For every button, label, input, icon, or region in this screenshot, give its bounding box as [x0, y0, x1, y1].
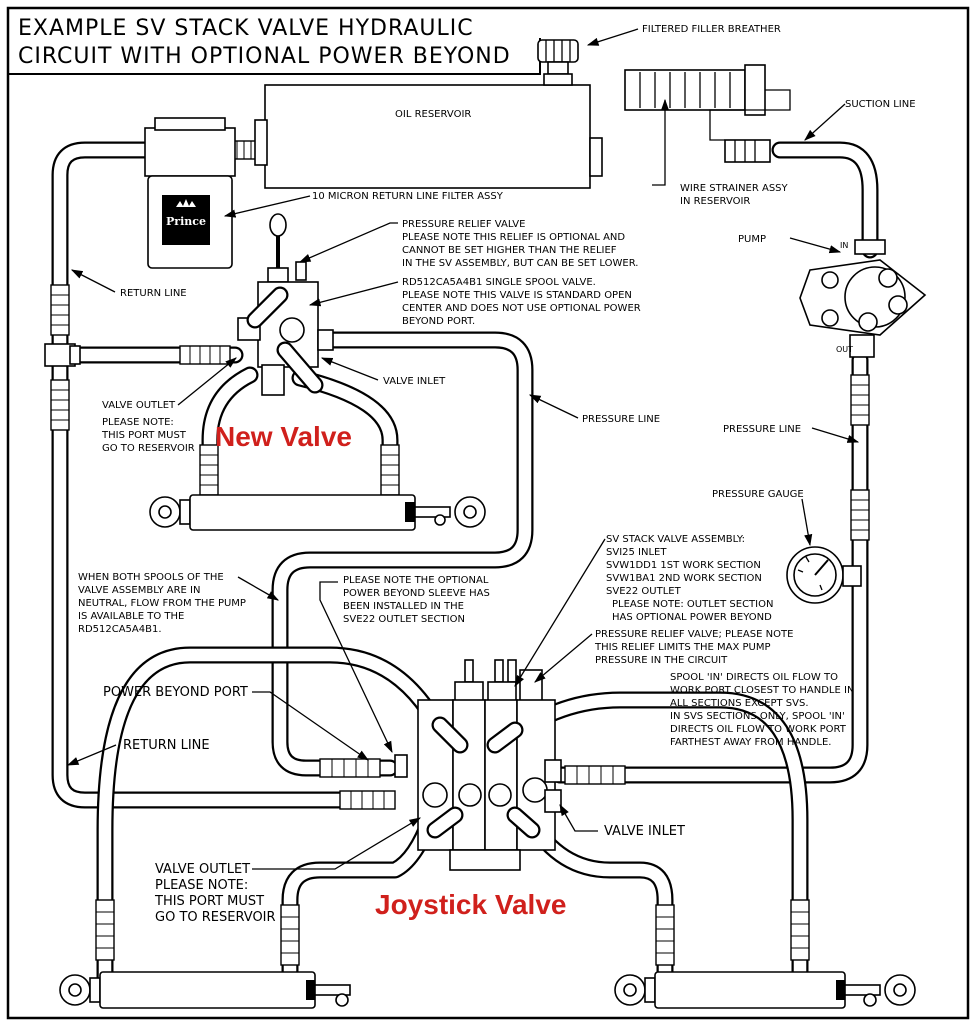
wire-strainer	[624, 64, 791, 163]
label-pressure-line-right: PRESSURE LINE	[723, 424, 801, 435]
oil-reservoir: OIL RESERVOIR	[254, 39, 603, 189]
top-cylinder	[149, 494, 486, 531]
title-line-2: CIRCUIT WITH OPTIONAL POWER BEYOND	[18, 44, 511, 69]
bottom-left-cylinder	[59, 971, 351, 1009]
label-valve-outlet-top-3: THIS PORT MUST	[101, 430, 187, 441]
label-valve-outlet-bottom-2: PLEASE NOTE:	[155, 878, 248, 893]
label-suction-line: SUCTION LINE	[845, 99, 916, 110]
label-sv-stack-1: SV STACK VALVE ASSEMBLY:	[606, 534, 745, 545]
filter-logo: Prince	[166, 215, 206, 228]
label-both-spools-3: NEUTRAL, FLOW FROM THE PUMP	[78, 598, 246, 609]
label-spool-in-6: FARTHEST AWAY FROM HANDLE.	[670, 737, 831, 748]
label-relief-bottom-1: PRESSURE RELIEF VALVE; PLEASE NOTE	[595, 629, 793, 640]
label-both-spools-4: IS AVAILABLE TO THE	[78, 611, 184, 622]
label-both-spools-5: RD512CA5A4B1.	[78, 624, 162, 635]
label-relief-top-3: CANNOT BE SET HIGHER THAN THE RELIEF	[402, 245, 617, 256]
label-valve-outlet-top-1: VALVE OUTLET	[102, 400, 176, 411]
label-power-beyond-note-2: POWER BEYOND SLEEVE HAS	[343, 588, 490, 599]
label-single-spool-3: CENTER AND DOES NOT USE OPTIONAL POWER	[402, 303, 641, 314]
reservoir-label: OIL RESERVOIR	[395, 109, 471, 120]
single-spool-valve	[237, 213, 334, 396]
label-power-beyond-note-1: PLEASE NOTE THE OPTIONAL	[343, 575, 489, 586]
label-sv-stack-7: HAS OPTIONAL POWER BEYOND	[612, 612, 772, 623]
label-relief-top-2: PLEASE NOTE THIS RELIEF IS OPTIONAL AND	[402, 232, 625, 243]
label-sv-stack-5: SVE22 OUTLET	[606, 586, 682, 597]
label-relief-top-1: PRESSURE RELIEF VALVE	[402, 219, 525, 230]
label-pump: PUMP	[738, 234, 766, 245]
label-wire-strainer-2: IN RESERVOIR	[680, 196, 750, 207]
pressure-gauge	[786, 546, 862, 604]
label-pressure-gauge: PRESSURE GAUGE	[712, 489, 804, 500]
label-relief-top-4: IN THE SV ASSEMBLY, BUT CAN BE SET LOWER…	[402, 258, 638, 269]
label-spool-in-4: IN SVS SECTIONS ONLY, SPOOL 'IN'	[670, 711, 845, 722]
label-return-line-top: RETURN LINE	[120, 288, 187, 299]
label-valve-outlet-top-4: GO TO RESERVOIR	[102, 443, 195, 454]
callout-joystick-valve: Joystick Valve	[375, 889, 566, 920]
bottom-right-cylinder	[614, 971, 916, 1009]
label-return-filter: 10 MICRON RETURN LINE FILTER ASSY	[312, 191, 504, 202]
label-valve-outlet-bottom-4: GO TO RESERVOIR	[155, 910, 276, 925]
page-frame	[6, 6, 970, 1020]
labels: FILTERED FILLER BREATHER SUCTION LINE WI…	[78, 24, 916, 925]
label-wire-strainer-1: WIRE STRAINER ASSY	[680, 183, 789, 194]
label-valve-inlet-top: VALVE INLET	[383, 376, 446, 387]
label-both-spools-1: WHEN BOTH SPOOLS OF THE	[78, 572, 224, 583]
label-single-spool-2: PLEASE NOTE THIS VALVE IS STANDARD OPEN	[402, 290, 632, 301]
return-line-filter: Prince	[144, 117, 236, 269]
label-pressure-line-mid: PRESSURE LINE	[582, 414, 660, 425]
pump-out-label: OUT	[836, 345, 853, 354]
callout-new-valve: New Valve	[215, 421, 352, 452]
sv-stack-valve	[394, 659, 562, 871]
label-valve-outlet-bottom-3: THIS PORT MUST	[154, 894, 264, 909]
label-spool-in-5: DIRECTS OIL FLOW TO WORK PORT	[670, 724, 847, 735]
label-power-beyond-note-4: SVE22 OUTLET SECTION	[343, 614, 465, 625]
label-filler-breather: FILTERED FILLER BREATHER	[642, 24, 781, 35]
hose-fittings	[44, 140, 870, 966]
label-relief-bottom-2: THIS RELIEF LIMITS THE MAX PUMP	[594, 642, 771, 653]
pump-in-label: IN	[840, 241, 848, 250]
label-single-spool-4: BEYOND PORT.	[402, 316, 475, 327]
leader-lines	[66, 28, 860, 870]
label-sv-stack-2: SVI25 INLET	[606, 547, 667, 558]
label-sv-stack-4: SVW1BA1 2ND WORK SECTION	[606, 573, 762, 584]
label-valve-inlet-bottom: VALVE INLET	[604, 824, 685, 839]
title-line-1: EXAMPLE SV STACK VALVE HYDRAULIC	[18, 16, 474, 41]
pump: IN OUT	[799, 239, 927, 358]
label-power-beyond-port: POWER BEYOND PORT	[103, 685, 248, 700]
label-valve-outlet-bottom-1: VALVE OUTLET	[155, 862, 250, 877]
label-sv-stack-6: PLEASE NOTE: OUTLET SECTION	[612, 599, 773, 610]
label-spool-in-3: ALL SECTIONS EXCEPT SVS.	[670, 698, 809, 709]
label-valve-outlet-top-2: PLEASE NOTE:	[102, 417, 174, 428]
label-spool-in-1: SPOOL 'IN' DIRECTS OIL FLOW TO	[670, 672, 838, 683]
label-sv-stack-3: SVW1DD1 1ST WORK SECTION	[606, 560, 761, 571]
label-relief-bottom-3: PRESSURE IN THE CIRCUIT	[595, 655, 728, 666]
label-power-beyond-note-3: BEEN INSTALLED IN THE	[343, 601, 464, 612]
label-spool-in-2: WORK PORT CLOSEST TO HANDLE IN	[670, 685, 854, 696]
label-single-spool-1: RD512CA5A4B1 SINGLE SPOOL VALVE.	[402, 277, 596, 288]
label-both-spools-2: VALVE ASSEMBLY ARE IN	[78, 585, 200, 596]
label-return-line-bottom: RETURN LINE	[123, 738, 210, 753]
